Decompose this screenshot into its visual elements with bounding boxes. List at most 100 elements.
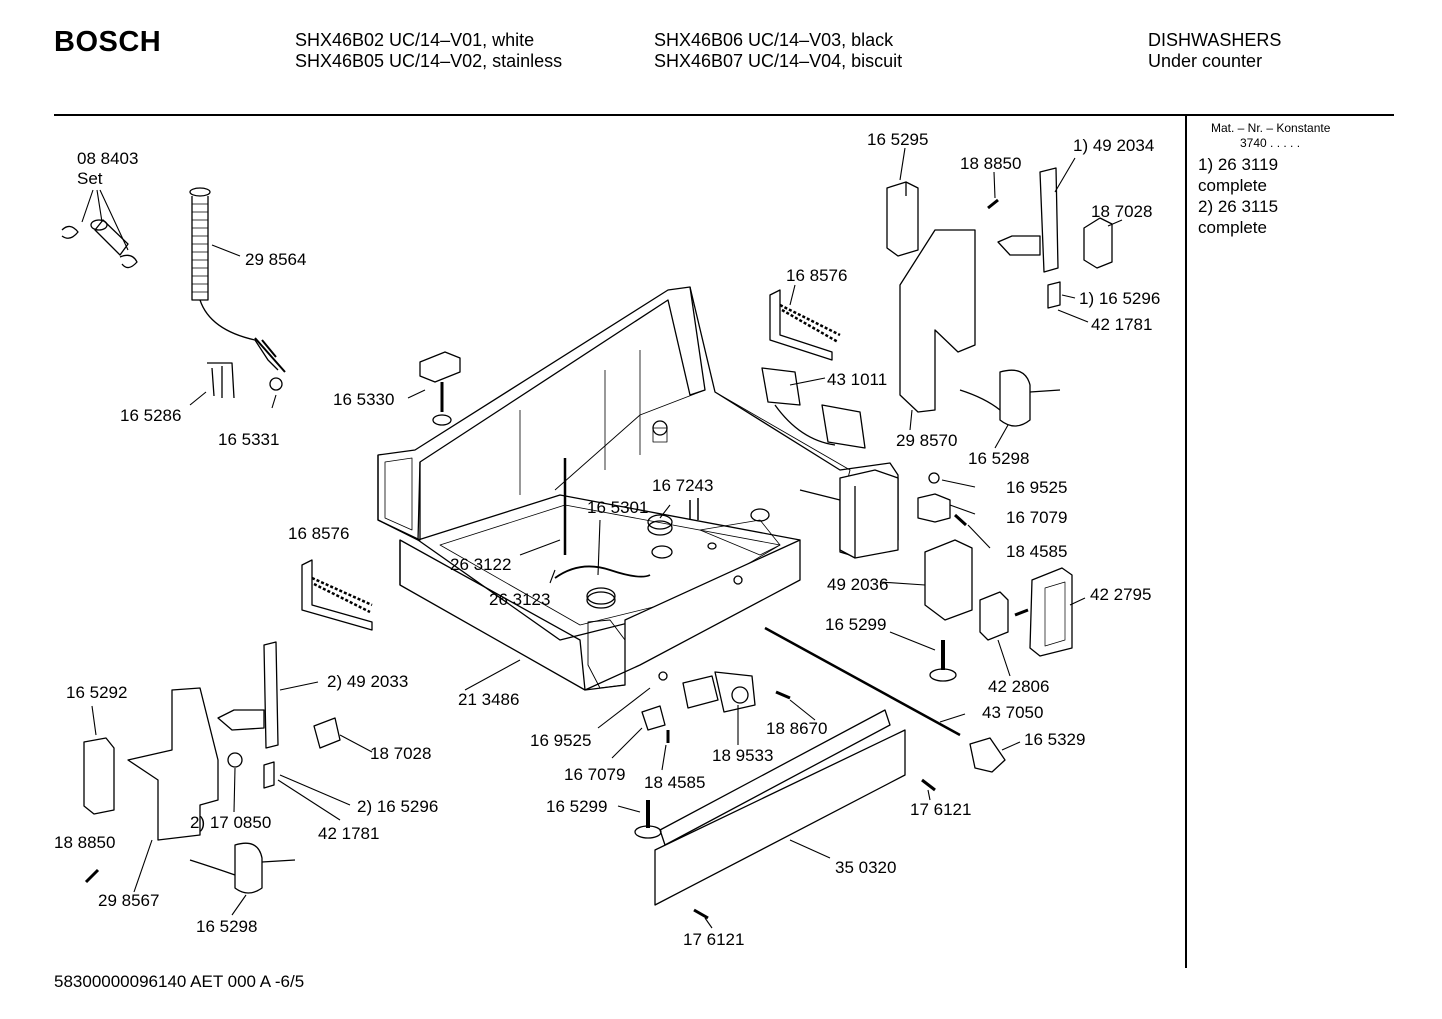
- screw-part: [84, 868, 100, 884]
- part-label: 16 5329: [1024, 730, 1086, 749]
- screw-part: [658, 671, 668, 681]
- mat-nr-value: 3740 . . . . .: [1240, 136, 1301, 150]
- part-label: 18 9533: [712, 746, 774, 765]
- part-label: 35 0320: [835, 858, 897, 877]
- knob-part-165329: [969, 737, 1006, 773]
- model-line: SHX46B02 UC/14–V01, white: [295, 30, 535, 50]
- connector-part: [761, 367, 866, 449]
- rod-part-437050: [764, 626, 961, 737]
- plug-part: [227, 752, 243, 768]
- part-label: 43 7050: [982, 703, 1044, 722]
- base-pan-part: [377, 286, 899, 691]
- part-label: 18 7028: [370, 744, 432, 763]
- model-line: SHX46B07 UC/14–V04, biscuit: [654, 51, 903, 71]
- cover-part-187028: [1083, 217, 1113, 269]
- bracket-part-492036: [924, 539, 973, 621]
- sensor-part-165298-2: [189, 842, 296, 894]
- block-part: [419, 351, 461, 426]
- bracket-part-422806: [979, 591, 1009, 641]
- part-label: 29 8570: [896, 431, 958, 450]
- part-label: 16 5331: [218, 430, 280, 449]
- part-label: 42 2795: [1090, 585, 1152, 604]
- leg-part-165299-2: [634, 800, 662, 839]
- clip-part: [641, 705, 666, 731]
- sidebar-note: complete: [1198, 176, 1267, 195]
- mat-nr-label: Mat. – Nr. – Konstante: [1211, 121, 1331, 135]
- part-label: 29 8567: [98, 891, 160, 910]
- bracket-part-492034: [997, 167, 1059, 273]
- sidebar-divider: [1185, 116, 1187, 968]
- part-label: 08 8403: [77, 149, 139, 168]
- part-label: 18 4585: [1006, 542, 1068, 561]
- part-label: 16 8576: [288, 524, 350, 543]
- part-label: 16 5295: [867, 130, 929, 149]
- bracket-part-165295: [886, 181, 919, 257]
- screw-part: [693, 908, 709, 920]
- part-label: 16 9525: [530, 731, 592, 750]
- part-label: 42 1781: [1091, 315, 1153, 334]
- part-label: 29 8564: [245, 250, 307, 269]
- part-label: 16 7243: [652, 476, 714, 495]
- cover-part-422795: [1029, 567, 1073, 657]
- bracket-part-492033: [217, 641, 279, 749]
- part-label: 18 7028: [1091, 202, 1153, 221]
- cover-part-187028-2: [313, 717, 341, 749]
- sensor-part-165298: [959, 369, 1061, 427]
- drain-hose-part: [189, 187, 286, 391]
- part-label: 1) 49 2034: [1073, 136, 1155, 155]
- part-label: 42 1781: [318, 824, 380, 843]
- part-label: 16 5299: [546, 797, 608, 816]
- part-label: 16 7079: [1006, 508, 1068, 527]
- part-label: 2) 16 5296: [357, 797, 439, 816]
- part-label: 16 5299: [825, 615, 887, 634]
- screw-part: [953, 513, 968, 527]
- document-footer: 58300000096140 AET 000 A -6/5: [54, 972, 305, 991]
- part-label: 18 8850: [54, 833, 116, 852]
- part-label: 17 6121: [910, 800, 972, 819]
- part-label: 16 5298: [196, 917, 258, 936]
- category-subtitle: Under counter: [1148, 51, 1263, 71]
- clip-part: [917, 493, 951, 523]
- part-label: 26 3123: [489, 590, 551, 609]
- bracket-part-165292: [83, 737, 115, 815]
- mount-plate-part-298570: [899, 229, 976, 413]
- part-label: 26 3122: [450, 555, 512, 574]
- category-title: DISHWASHERS: [1148, 30, 1282, 50]
- heater-element-part-2: [301, 559, 373, 631]
- part-label: 16 9525: [1006, 478, 1068, 497]
- screw-part: [921, 778, 936, 792]
- part-label: 16 5301: [587, 498, 649, 517]
- part-label: 43 1011: [827, 370, 888, 389]
- inlet-valve-part: [682, 671, 756, 713]
- leader-lines: [81, 147, 1123, 929]
- leg-part-165299: [929, 640, 957, 682]
- screw-part: [928, 472, 940, 484]
- part-label: 18 8670: [766, 719, 828, 738]
- part-label: 18 8850: [960, 154, 1022, 173]
- part-label: 16 5292: [66, 683, 128, 702]
- screw-part: [775, 690, 791, 700]
- brand-logo: BOSCH: [54, 26, 162, 58]
- clamp-set-part: [61, 219, 138, 269]
- sidebar-note: 2) 26 3115: [1198, 197, 1279, 216]
- part-label: 16 8576: [786, 266, 848, 285]
- part-label: 16 5330: [333, 390, 395, 409]
- part-label: 1) 16 5296: [1079, 289, 1161, 308]
- part-label: 42 2806: [988, 677, 1050, 696]
- clip-part-165296: [1047, 281, 1061, 309]
- clip-part-165296-2: [263, 761, 275, 789]
- part-label: 2) 17 0850: [190, 813, 272, 832]
- part-label: 16 5286: [120, 406, 182, 425]
- part-label: 2) 49 2033: [327, 672, 409, 691]
- mount-plate-part-298567: [127, 687, 219, 841]
- heater-element-part: [769, 289, 841, 361]
- part-label: 17 6121: [683, 930, 745, 949]
- part-label: 16 7079: [564, 765, 626, 784]
- header-divider: [54, 114, 1394, 116]
- sidebar-note: complete: [1198, 218, 1267, 237]
- model-line: SHX46B05 UC/14–V02, stainless: [295, 51, 563, 71]
- model-line: SHX46B06 UC/14–V03, black: [654, 30, 894, 50]
- part-label: Set: [77, 169, 103, 188]
- part-label: 18 4585: [644, 773, 706, 792]
